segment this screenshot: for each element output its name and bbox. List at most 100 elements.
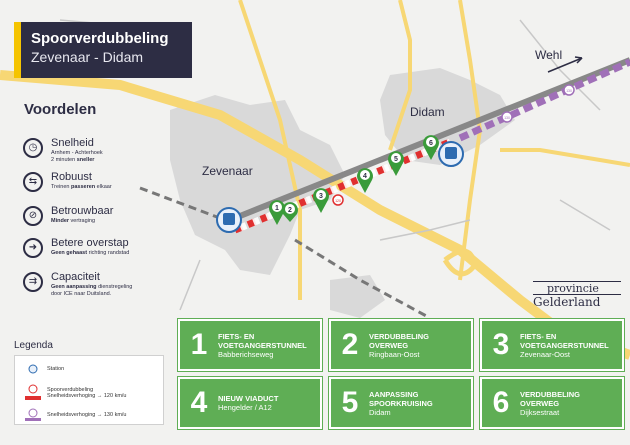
card-title: SPOORKRUISING bbox=[369, 398, 433, 408]
urban-area-industrial bbox=[330, 275, 385, 318]
card-title: OVERWEG bbox=[369, 340, 409, 350]
advantage-sub: 2 minuten sneller bbox=[51, 157, 95, 163]
card-number: 6 bbox=[492, 386, 510, 419]
card-number: 1 bbox=[190, 328, 208, 361]
town-label-zevenaar: Zevenaar bbox=[202, 164, 253, 178]
voordelen-heading: Voordelen bbox=[24, 101, 97, 118]
road-loop bbox=[442, 248, 478, 277]
gelderland-label: Gelderland bbox=[533, 294, 621, 309]
transfer-icon: ➜ bbox=[23, 238, 43, 258]
card-title: OVERWEG bbox=[520, 398, 560, 408]
town-label-didam: Didam bbox=[410, 105, 445, 119]
marker-1-label: 1 bbox=[275, 205, 279, 212]
capacity-icon: ⇉ bbox=[23, 272, 43, 292]
provincie-logo: provincie Gelderland bbox=[533, 281, 621, 309]
road-se bbox=[500, 148, 630, 167]
marker-3-icon bbox=[313, 188, 329, 213]
advantage-label: Betere overstap bbox=[51, 237, 129, 249]
railway-doubling-white bbox=[233, 138, 452, 234]
marker-5-label: 5 bbox=[394, 156, 398, 163]
speed-sign-130a-icon bbox=[501, 111, 513, 123]
page-title: Spoorverdubbeling bbox=[31, 30, 169, 47]
legend-120-label: Snelheidsverhoging → 120 km/u bbox=[47, 393, 127, 399]
legend-heading: Legenda bbox=[14, 340, 53, 351]
town-label-wehl: Wehl bbox=[535, 48, 563, 62]
legend-row-130: Snelheidsverhoging → 130 km/u bbox=[25, 408, 127, 422]
card-number: 3 bbox=[492, 328, 510, 361]
wehl-arrow bbox=[547, 57, 583, 73]
advantage-sub: Minder vertraging bbox=[51, 218, 96, 224]
legend-130-label: Snelheidsverhoging → 130 km/u bbox=[47, 412, 127, 418]
marker-2-icon bbox=[282, 202, 298, 222]
road-north-1 bbox=[238, 0, 302, 300]
advantage-label: Snelheid bbox=[51, 137, 94, 149]
railway-130 bbox=[458, 58, 630, 142]
urban-area-zevenaar bbox=[170, 95, 345, 275]
station-zevenaar-icon bbox=[216, 207, 242, 233]
speed-120-icon bbox=[25, 384, 41, 400]
marker-6-label: 6 bbox=[429, 140, 433, 147]
train-icon: ⇆ bbox=[23, 172, 43, 192]
legend: Legenda Station Spoorverdubbeling Snelhe… bbox=[14, 340, 164, 425]
card-number: 4 bbox=[190, 386, 208, 419]
card-subtitle: Zevenaar-Oost bbox=[520, 349, 571, 359]
speed-sign-120-icon bbox=[332, 194, 344, 206]
card-title: AANPASSING bbox=[369, 389, 419, 399]
marker-6-icon bbox=[422, 135, 439, 160]
station-didam-icon bbox=[438, 141, 464, 167]
marker-2-label: 2 bbox=[288, 207, 292, 214]
marker-4-label: 4 bbox=[363, 173, 367, 180]
card-title: FIETS- EN bbox=[520, 331, 557, 341]
card-title: VOETGANGERSTUNNEL bbox=[520, 340, 609, 350]
card-number: 2 bbox=[341, 328, 359, 361]
legend-row-doubling: Spoorverdubbeling Snelheidsverhoging → 1… bbox=[25, 384, 127, 402]
marker-3-label: 3 bbox=[319, 193, 323, 200]
speed-sign-130b-label: 130 bbox=[566, 89, 572, 93]
card-subtitle: Didam bbox=[369, 407, 391, 417]
legend-row-station: Station bbox=[25, 364, 64, 374]
advantage-label: Capaciteit bbox=[51, 271, 100, 283]
delay-icon: ⊘ bbox=[23, 206, 43, 226]
card-title: VERDUBBELING bbox=[520, 389, 581, 399]
speed-sign-120-label: 120 bbox=[335, 199, 341, 203]
legend-doubling-label: Spoorverdubbeling bbox=[47, 387, 94, 393]
station-icon bbox=[28, 364, 38, 374]
card-title: FIETS- EN bbox=[218, 331, 255, 341]
card-title: VOETGANGERSTUNNEL bbox=[218, 340, 307, 350]
road-north-2 bbox=[388, 0, 412, 151]
advantage-sub: Geen gehaast richting randstad bbox=[51, 250, 130, 256]
marker-5-icon bbox=[388, 151, 404, 176]
advantage-label: Robuust bbox=[51, 171, 92, 183]
provincie-label: provincie bbox=[547, 282, 599, 295]
card-subtitle: Dijksestraat bbox=[520, 407, 560, 417]
advantage-sub: Treinen passeren elkaar bbox=[51, 184, 112, 190]
legend-box: Station Spoorverdubbeling Snelheidsverho… bbox=[14, 355, 164, 425]
card-subtitle: Ringbaan-Oost bbox=[369, 349, 420, 359]
stopwatch-icon: ◷ bbox=[23, 138, 43, 158]
advantage-sub: Arnhem - Achterhoek bbox=[51, 150, 103, 156]
card-title: NIEUW VIADUCT bbox=[218, 394, 279, 403]
railway-doubling bbox=[233, 138, 452, 234]
advantage-sub: door ICE naar Duitsland. bbox=[51, 291, 112, 297]
title-box: Spoorverdubbeling Zevenaar - Didam bbox=[14, 22, 192, 78]
card-number: 5 bbox=[341, 386, 359, 419]
speed-130-icon bbox=[25, 408, 41, 421]
card-subtitle: Babberichseweg bbox=[218, 349, 274, 359]
urban-area-didam bbox=[380, 68, 515, 165]
speed-sign-130a-label: 130 bbox=[504, 116, 510, 120]
wehl-arrowhead-icon bbox=[574, 56, 583, 64]
page-subtitle: Zevenaar - Didam bbox=[31, 49, 144, 65]
card-subtitle: Hengelder / A12 bbox=[218, 403, 272, 412]
speed-sign-130b-icon bbox=[563, 84, 575, 96]
marker-4-icon bbox=[357, 168, 373, 193]
advantage-sub: Geen aanpassing dienstregeling bbox=[51, 284, 133, 290]
legend-station-label: Station bbox=[47, 366, 65, 372]
marker-1-icon bbox=[269, 200, 285, 225]
